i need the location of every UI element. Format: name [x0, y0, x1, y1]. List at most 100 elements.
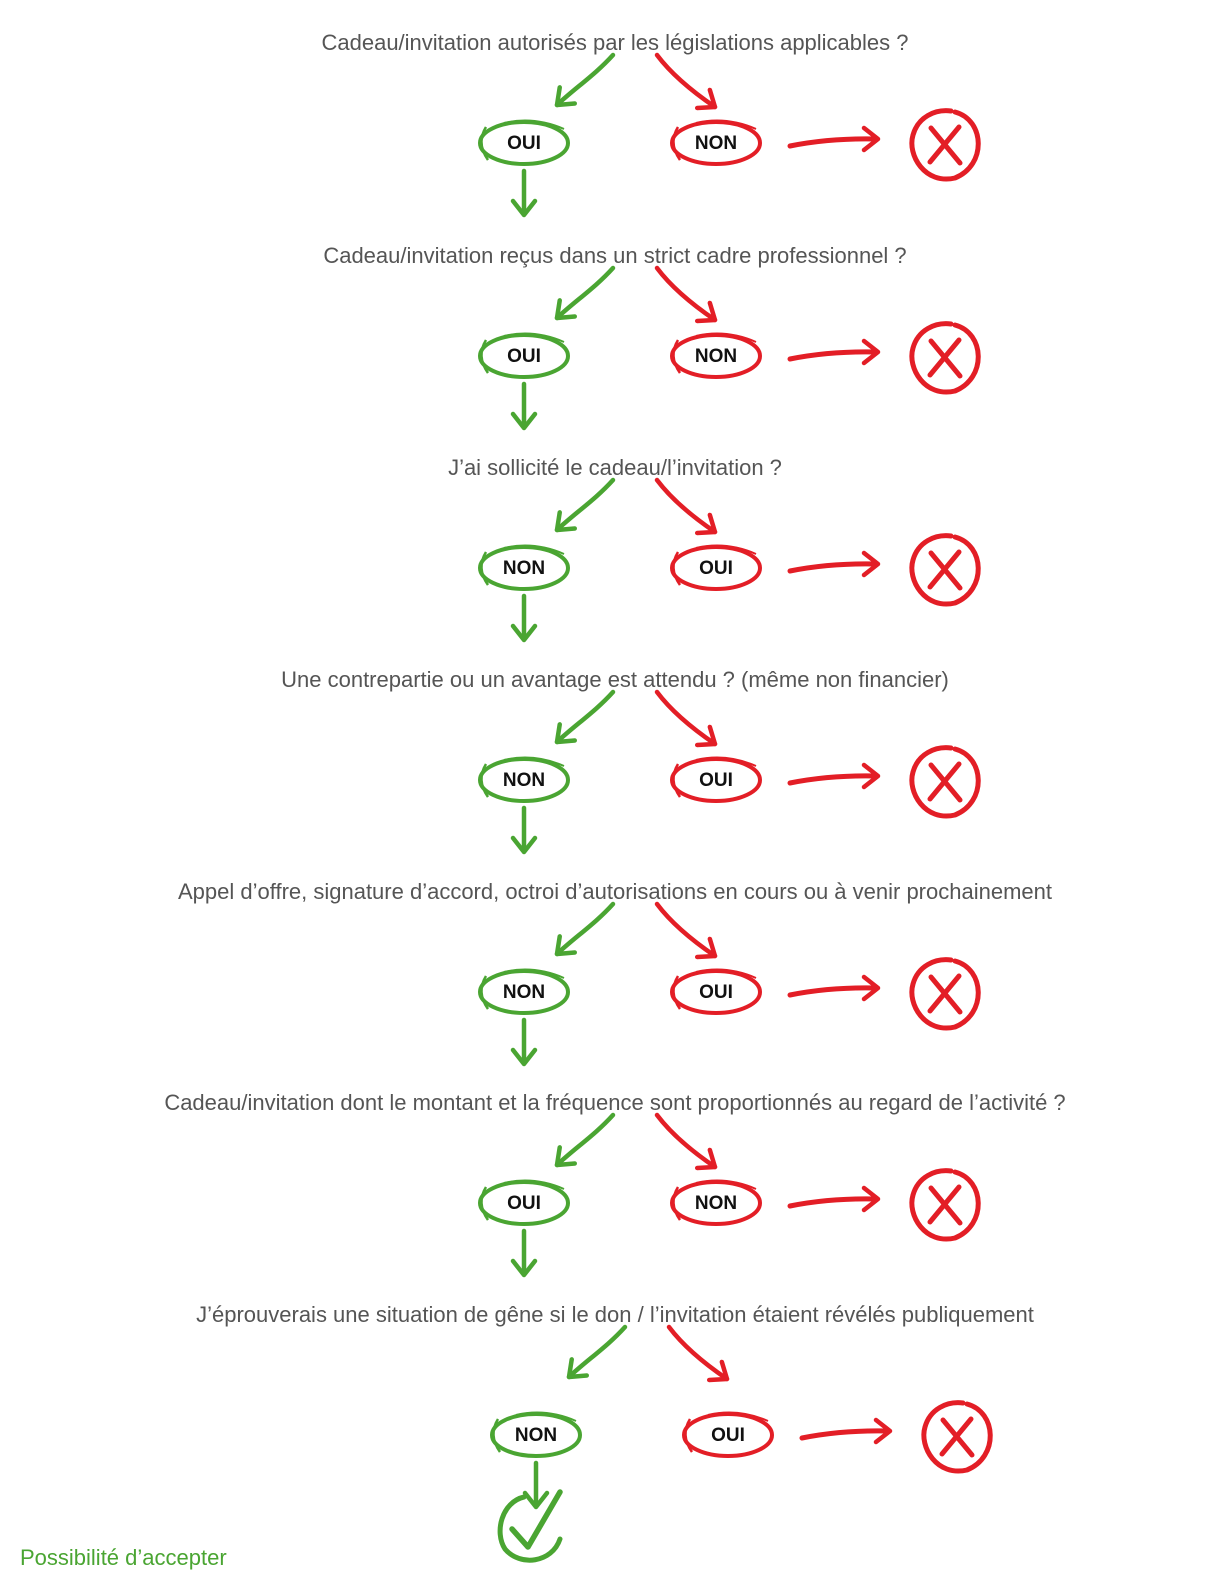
- continue-answer-pill-label: OUI: [507, 133, 541, 154]
- yes-branch-arrowhead: [554, 1145, 577, 1168]
- cross-in-circle-icon: [909, 745, 981, 819]
- continue-answer-pill-label: NON: [503, 982, 545, 1003]
- continue-answer-pill: OUI: [478, 1179, 570, 1226]
- yes-branch-arrowhead: [554, 722, 577, 745]
- continue-down-arrowhead: [510, 1047, 538, 1067]
- reject-answer-pill: OUI: [670, 968, 762, 1015]
- continue-down-arrowhead: [510, 198, 538, 218]
- yes-branch-arrow: [554, 265, 616, 321]
- yes-branch-arrowhead: [566, 1357, 589, 1380]
- no-branch-arrow: [654, 477, 718, 535]
- decision-step: OUI NON: [478, 265, 981, 431]
- yes-branch-arrow: [554, 1112, 616, 1168]
- decision-step: NON OUI: [478, 901, 981, 1067]
- reject-answer-pill: OUI: [682, 1411, 774, 1458]
- continue-down-arrowhead: [510, 1258, 538, 1278]
- yes-branch-arrowhead: [554, 510, 577, 533]
- reject-answer-pill-label: OUI: [699, 982, 733, 1003]
- no-branch-arrowhead: [694, 1147, 718, 1171]
- checkmark-in-circle-icon: [497, 1489, 563, 1563]
- reject-arrowhead: [861, 125, 881, 153]
- reject-arrowhead: [861, 1185, 881, 1213]
- no-branch-arrowhead: [706, 1359, 730, 1383]
- continue-answer-pill: NON: [478, 544, 570, 591]
- decision-step: NON OUI: [478, 477, 981, 643]
- no-branch-arrowhead: [694, 512, 718, 536]
- reject-answer-pill-label: OUI: [699, 770, 733, 791]
- reject-arrowhead: [861, 974, 881, 1002]
- continue-down-arrowhead: [510, 411, 538, 431]
- reject-answer-pill: NON: [670, 332, 762, 379]
- reject-answer-pill-label: NON: [695, 1193, 737, 1214]
- reject-arrow: [787, 1196, 879, 1209]
- reject-answer-pill: NON: [670, 119, 762, 166]
- reject-answer-pill-label: OUI: [699, 558, 733, 579]
- final-outcome-label: Possibilité d’accepter: [20, 1545, 227, 1570]
- step-question: Une contrepartie ou un avantage est atte…: [281, 667, 949, 692]
- reject-arrow: [787, 773, 879, 786]
- no-branch-arrow: [654, 265, 718, 323]
- yes-branch-arrow: [566, 1324, 628, 1380]
- cross-in-circle-icon: [909, 533, 981, 607]
- cross-in-circle-icon: [909, 321, 981, 395]
- step-question: Appel d’offre, signature d’accord, octro…: [178, 879, 1052, 904]
- cross-in-circle-icon: [921, 1400, 993, 1474]
- reject-arrowhead: [861, 338, 881, 366]
- continue-answer-pill-label: NON: [515, 1425, 557, 1446]
- reject-answer-pill: OUI: [670, 544, 762, 591]
- cross-in-circle-icon: [909, 108, 981, 182]
- reject-arrowhead: [861, 550, 881, 578]
- continue-answer-pill: OUI: [478, 119, 570, 166]
- reject-answer-pill-label: NON: [695, 346, 737, 367]
- step-question: Cadeau/invitation reçus dans un strict c…: [323, 243, 907, 268]
- continue-answer-pill-label: OUI: [507, 1193, 541, 1214]
- no-branch-arrowhead: [694, 724, 718, 748]
- reject-arrow: [787, 349, 879, 362]
- cross-in-circle-icon: [909, 957, 981, 1031]
- reject-arrow: [787, 136, 879, 149]
- no-branch-arrow: [654, 52, 718, 110]
- no-branch-arrow: [654, 689, 718, 747]
- continue-answer-pill-label: NON: [503, 558, 545, 579]
- reject-arrow: [787, 561, 879, 574]
- step-question: J’ai sollicité le cadeau/l’invitation ?: [448, 455, 782, 480]
- continue-answer-pill: NON: [490, 1411, 582, 1458]
- reject-answer-pill: NON: [670, 1179, 762, 1226]
- no-branch-arrow: [654, 1112, 718, 1170]
- no-branch-arrowhead: [694, 936, 718, 960]
- yes-branch-arrow: [554, 689, 616, 745]
- continue-down-arrowhead: [510, 623, 538, 643]
- continue-answer-pill: OUI: [478, 332, 570, 379]
- reject-arrowhead: [861, 762, 881, 790]
- reject-answer-pill-label: NON: [695, 133, 737, 154]
- yes-branch-arrowhead: [554, 85, 577, 108]
- no-branch-arrowhead: [694, 87, 718, 111]
- yes-branch-arrowhead: [554, 934, 577, 957]
- reject-answer-pill-label: OUI: [711, 1425, 745, 1446]
- reject-answer-pill: OUI: [670, 756, 762, 803]
- decision-step: OUI NON: [478, 1112, 981, 1278]
- step-question: Cadeau/invitation dont le montant et la …: [164, 1090, 1066, 1115]
- step-question: Cadeau/invitation autorisés par les légi…: [321, 30, 909, 55]
- yes-branch-arrow: [554, 477, 616, 533]
- continue-answer-pill-label: NON: [503, 770, 545, 791]
- yes-branch-arrow: [554, 52, 616, 108]
- decision-step: OUI NON: [478, 52, 981, 218]
- continue-answer-pill: NON: [478, 968, 570, 1015]
- no-branch-arrowhead: [694, 300, 718, 324]
- continue-down-arrowhead: [510, 835, 538, 855]
- continue-down-arrowhead: [522, 1490, 550, 1510]
- yes-branch-arrowhead: [554, 298, 577, 321]
- yes-branch-arrow: [554, 901, 616, 957]
- no-branch-arrow: [666, 1324, 730, 1382]
- continue-answer-pill-label: OUI: [507, 346, 541, 367]
- reject-arrowhead: [873, 1417, 893, 1445]
- decision-step: NON OUI: [490, 1324, 993, 1510]
- reject-arrow: [787, 985, 879, 998]
- no-branch-arrow: [654, 901, 718, 959]
- decision-step: NON OUI: [478, 689, 981, 855]
- cross-in-circle-icon: [909, 1168, 981, 1242]
- step-question: J’éprouverais une situation de gêne si l…: [196, 1302, 1034, 1327]
- reject-arrow: [799, 1428, 891, 1441]
